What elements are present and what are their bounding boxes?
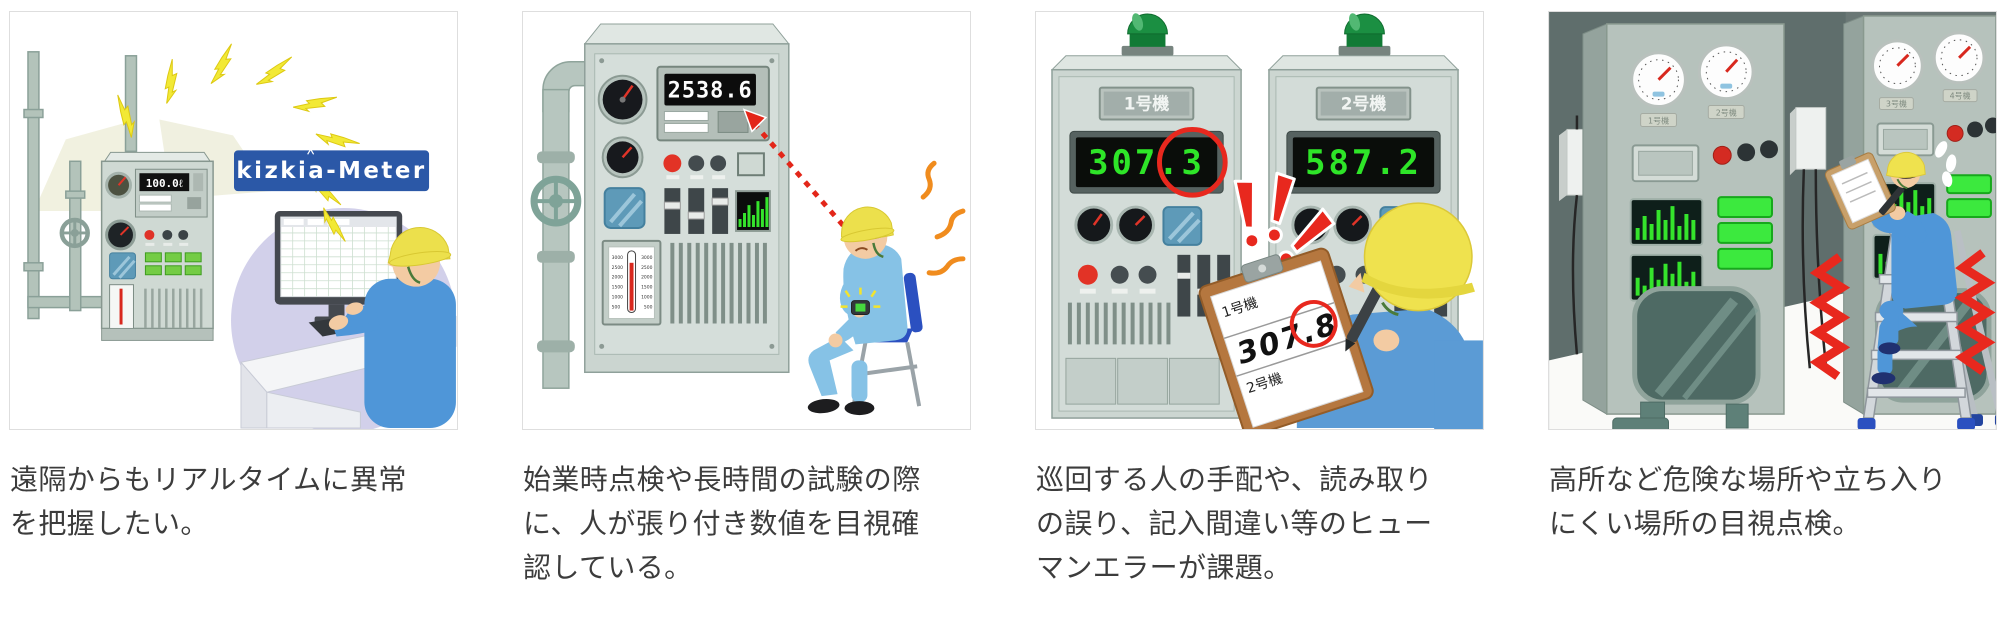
valve-wheel bbox=[530, 175, 582, 227]
illustration-remote-monitoring: 100.0ℓ bbox=[9, 11, 458, 430]
counter-value: 100.0ℓ bbox=[146, 177, 183, 190]
clipboard: 1号機 307.8 2号機 bbox=[1198, 247, 1374, 429]
thermo-tick: 1500 bbox=[612, 285, 624, 291]
use-case-card-remote: 100.0ℓ bbox=[9, 11, 458, 590]
illustration-high-place: 1号機 2号機 bbox=[1548, 11, 1997, 430]
error-circle bbox=[1289, 300, 1338, 348]
control-cabinet: 2538.6 bbox=[583, 23, 790, 374]
caption-watching: 始業時点検や長時間の試験の際に、人が張り付き数値を目視確認している。 bbox=[523, 464, 921, 583]
cabinet-left: 1号機 2号機 bbox=[1582, 23, 1785, 429]
equalizer-display bbox=[735, 190, 771, 232]
thermo-tick: 1000 bbox=[641, 295, 653, 301]
operator-person bbox=[308, 226, 456, 429]
hard-hat bbox=[840, 206, 895, 243]
gauges bbox=[1074, 205, 1156, 245]
panel-buttons bbox=[144, 229, 189, 246]
machine-1: 1号機 307.3 bbox=[1050, 13, 1243, 419]
control-buttons bbox=[663, 152, 765, 180]
unit1-label: 1号機 bbox=[1124, 94, 1170, 114]
use-case-card-high-place: 1号機 2号機 bbox=[1548, 11, 1997, 590]
gauge-label-2: 2号機 bbox=[1716, 108, 1737, 118]
green-indicator-buttons bbox=[144, 252, 202, 276]
beacon-light bbox=[1338, 13, 1391, 56]
bottom-panels bbox=[1065, 357, 1220, 405]
pen bbox=[1878, 186, 1905, 215]
onsite-watching-svg: 2538.6 bbox=[530, 23, 966, 416]
use-case-card-human-error: 1号機 307.3 bbox=[1035, 11, 1484, 590]
seven-seg-display: 587.2 bbox=[1286, 130, 1441, 194]
thermo-tick: 500 bbox=[644, 305, 653, 311]
thermo-tick: 3000 bbox=[612, 255, 624, 261]
beacon-light bbox=[1121, 13, 1174, 56]
vent-slats bbox=[1067, 302, 1171, 345]
pressure-gauges bbox=[597, 74, 648, 179]
clipboard bbox=[1824, 152, 1896, 230]
illustration-onsite-watching: 2538.6 bbox=[522, 11, 971, 430]
remote-monitoring-svg: 100.0ℓ bbox=[23, 43, 457, 429]
gauge-label-3: 3号機 bbox=[1886, 99, 1907, 109]
junction-box-mid bbox=[1789, 107, 1827, 369]
counter-display: 100.0ℓ bbox=[134, 168, 208, 218]
gauges bbox=[1871, 31, 1986, 93]
hard-hat bbox=[1361, 202, 1475, 312]
thermometer-panel bbox=[109, 284, 134, 329]
unit2-value: 587.2 bbox=[1305, 143, 1422, 182]
caption-human-error: 巡回する人の手配や、読み取りの誤り、記入間違い等のヒューマンエラーが課題。 bbox=[1036, 464, 1433, 583]
thermo-tick: 1500 bbox=[641, 285, 653, 291]
gaze-arrow bbox=[742, 108, 854, 237]
hazard-zigzag-left bbox=[1809, 253, 1851, 380]
thermo-tick: 2500 bbox=[641, 265, 653, 271]
thermo-tick: 500 bbox=[612, 305, 621, 311]
hard-hat bbox=[387, 226, 452, 267]
stress-marks bbox=[920, 160, 966, 276]
gauges bbox=[1630, 43, 1755, 109]
pipes bbox=[1612, 401, 1749, 429]
hard-hat bbox=[1885, 151, 1926, 178]
kizkia-meter-badge: kizkia-Meter bbox=[233, 146, 430, 192]
nameplate: 1号機 bbox=[1098, 86, 1195, 121]
use-case-card-watching: 2538.6 bbox=[522, 11, 971, 590]
meter-cabinet: 100.0ℓ bbox=[100, 151, 214, 341]
thermo-tick: 2000 bbox=[641, 275, 653, 281]
valve-wheel bbox=[59, 217, 90, 249]
indicator-lamps bbox=[1717, 196, 1773, 270]
unit1-value: 307.3 bbox=[1088, 143, 1205, 182]
seven-seg-display: 307.3 bbox=[1069, 130, 1224, 194]
pipe bbox=[537, 61, 606, 389]
use-case-section: 100.0ℓ bbox=[9, 11, 1997, 590]
nameplate: 2号機 bbox=[1315, 86, 1412, 121]
sliders bbox=[663, 188, 729, 234]
high-place-svg: 1号機 2号機 bbox=[1549, 12, 1996, 429]
caption-remote: 遠隔からもリアルタイムに異常を把握したい。 bbox=[10, 464, 407, 539]
thermo-tick: 2500 bbox=[612, 265, 624, 271]
panel-gauges bbox=[105, 171, 136, 251]
display-value: 2538.6 bbox=[668, 79, 753, 104]
thermo-tick: 3000 bbox=[641, 255, 653, 261]
illustration-human-error: 1号機 307.3 bbox=[1035, 11, 1484, 430]
thermometer: 3000 2500 2000 1500 1000 500 3000 2500 2… bbox=[601, 239, 662, 326]
worker-on-ladder bbox=[1824, 141, 1958, 385]
stopwatch bbox=[840, 287, 881, 316]
digital-display: 2538.6 bbox=[656, 65, 770, 142]
hazard-zigzag-right bbox=[1954, 249, 1996, 375]
unit2-label: 2号機 bbox=[1341, 94, 1387, 114]
inspection-window bbox=[1632, 286, 1761, 405]
badge-label: kizkia-Meter bbox=[236, 158, 426, 184]
inspector-person: 1号機 307.8 2号機 bbox=[1198, 202, 1483, 429]
vent-slats bbox=[670, 242, 767, 324]
gauge-label-4: 4号機 bbox=[1950, 91, 1971, 101]
buttons bbox=[1077, 264, 1157, 294]
pen bbox=[1345, 283, 1385, 352]
caption-high-place: 高所など危険な場所や立ち入りにくい場所の目視点検。 bbox=[1549, 464, 1947, 539]
buttons bbox=[1712, 140, 1778, 165]
gauge-label-1: 1号機 bbox=[1648, 115, 1669, 125]
misread-circle bbox=[1156, 126, 1228, 198]
thermo-tick: 2000 bbox=[612, 275, 624, 281]
seated-worker bbox=[807, 206, 908, 416]
sweat-drops bbox=[1935, 141, 1957, 188]
vent-slats bbox=[144, 288, 203, 329]
human-error-svg: 1号機 307.3 bbox=[1050, 13, 1483, 429]
thermo-tick: 1000 bbox=[612, 295, 624, 301]
